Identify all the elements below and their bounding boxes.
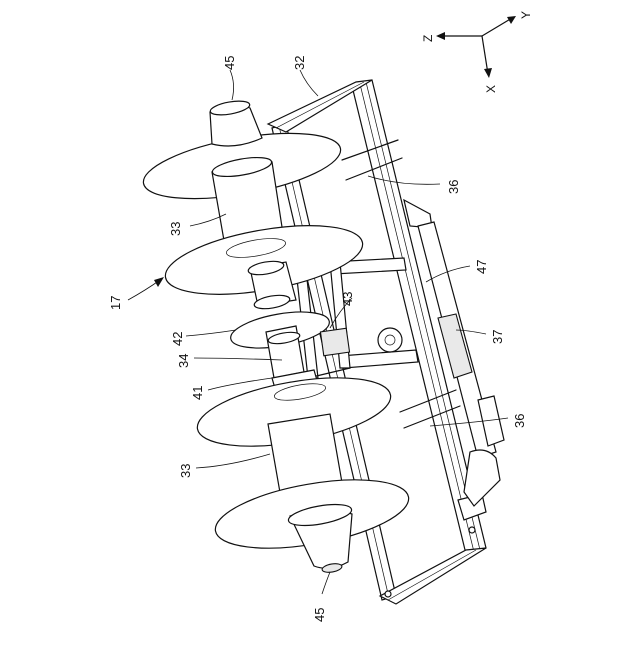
label-37: 37 (490, 330, 505, 344)
axis-z-arrow (436, 32, 445, 40)
label-41: 41 (190, 386, 205, 400)
label-45-bottom: 45 (312, 608, 327, 622)
drive-unit (320, 328, 349, 355)
label-34: 34 (176, 354, 191, 368)
frame-cross-mid-2 (340, 350, 418, 368)
axis-x-line (482, 36, 488, 74)
axis-x-arrow (484, 68, 492, 78)
label-33-top: 33 (168, 222, 183, 236)
label-32: 32 (292, 56, 307, 70)
axis-indicator: Z Y X (421, 11, 533, 93)
axis-z-label: Z (421, 35, 435, 42)
axis-y-line (482, 18, 512, 36)
label-47: 47 (474, 260, 489, 274)
label-43: 43 (340, 292, 355, 306)
axis-y-label: Y (519, 11, 533, 19)
label-36-bottom: 36 (512, 414, 527, 428)
label-33-bottom: 33 (178, 464, 193, 478)
label-17: 17 (108, 296, 123, 310)
label-36-top: 36 (446, 180, 461, 194)
cylinder-mount (464, 450, 500, 506)
pulley (378, 328, 402, 352)
axis-x-label: X (484, 85, 498, 93)
label-45-top: 45 (222, 56, 237, 70)
label-42: 42 (170, 332, 185, 346)
